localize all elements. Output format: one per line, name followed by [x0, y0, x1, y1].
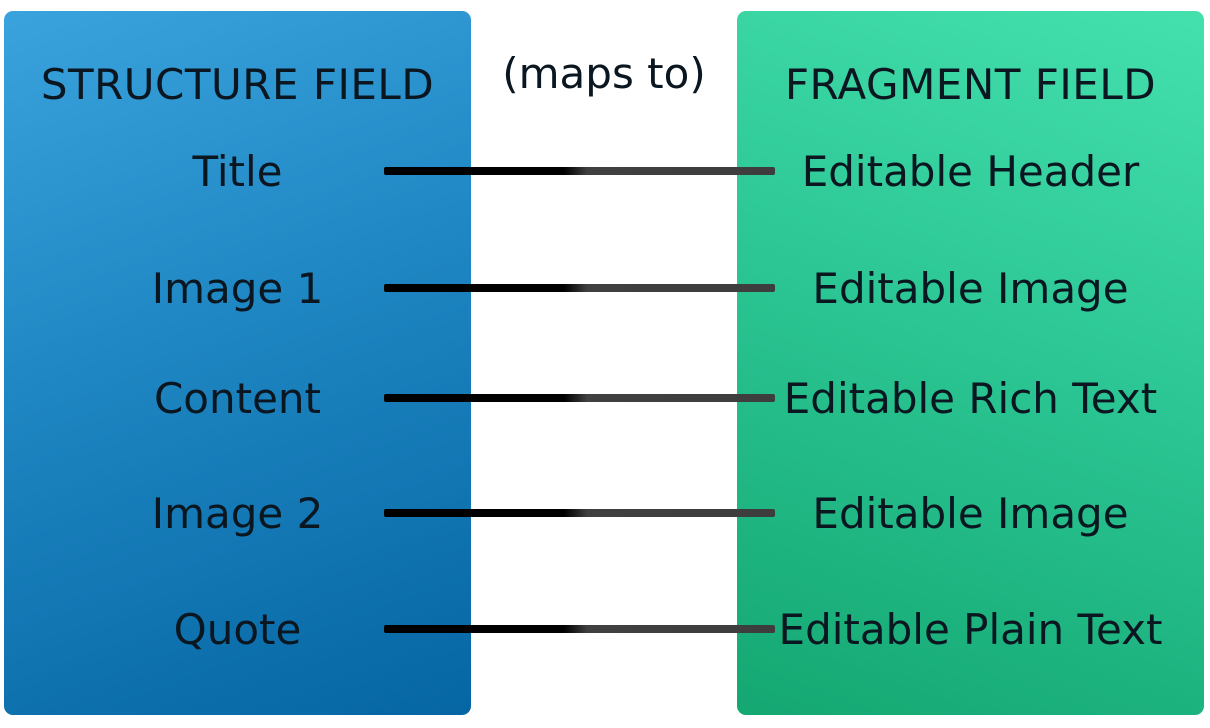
mapping-connector-line — [384, 167, 775, 175]
fragment-field-label: Editable Header — [801, 147, 1140, 196]
fragment-field-heading: FRAGMENT FIELD — [784, 60, 1157, 109]
fragment-field-label: Editable Image — [812, 489, 1129, 538]
structure-field-panel: STRUCTURE FIELD — [4, 11, 471, 715]
structure-field-label: Quote — [173, 605, 302, 654]
structure-field-label: Image 1 — [151, 264, 324, 313]
mapping-connector-line — [384, 284, 775, 292]
fragment-field-label: Editable Rich Text — [783, 374, 1158, 423]
mapping-connector-line — [384, 394, 775, 402]
structure-field-heading: STRUCTURE FIELD — [40, 60, 435, 109]
maps-to-label: (maps to) — [502, 49, 706, 98]
mapping-row-quote: Quote Editable Plain Text — [0, 600, 1210, 660]
mapping-connector-line — [384, 625, 775, 633]
structure-field-label: Content — [153, 374, 322, 423]
mapping-row-title: Title Editable Header — [0, 142, 1210, 202]
structure-field-label: Image 2 — [151, 489, 324, 538]
mapping-connector-line — [384, 509, 775, 517]
fragment-field-panel: FRAGMENT FIELD — [737, 11, 1204, 715]
mapping-row-image-2: Image 2 Editable Image — [0, 484, 1210, 544]
structure-field-label: Title — [192, 147, 283, 196]
fragment-field-label: Editable Image — [812, 264, 1129, 313]
fragment-field-label: Editable Plain Text — [778, 605, 1163, 654]
mapping-row-content: Content Editable Rich Text — [0, 369, 1210, 429]
mapping-row-image-1: Image 1 Editable Image — [0, 259, 1210, 319]
